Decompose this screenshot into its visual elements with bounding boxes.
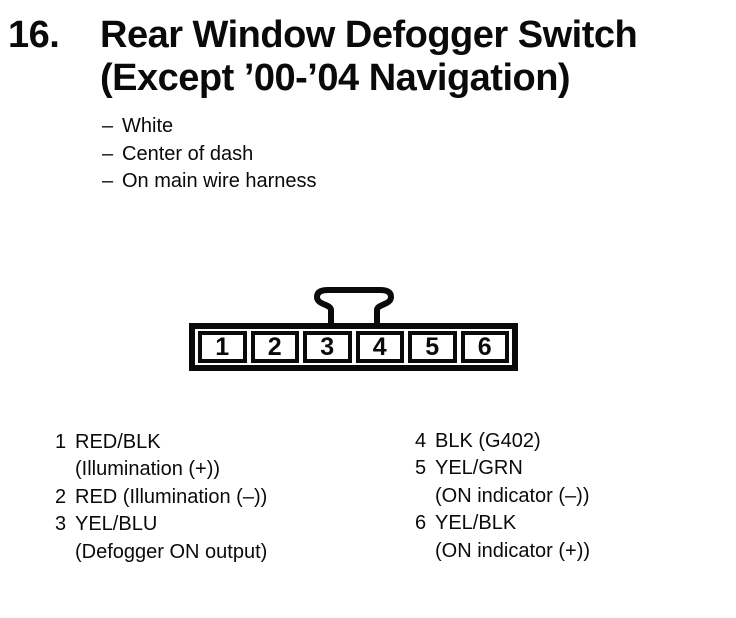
note-dash: –	[102, 170, 114, 192]
pin-description: RED (Illumination (–))	[75, 484, 267, 511]
pin-legend-right: 4 BLK (G402) 5 YEL/GRN (ON indicator (–)…	[415, 428, 590, 565]
pin-cell-3: 3	[303, 331, 352, 363]
pin-cell-number: 3	[320, 332, 335, 361]
note-dash: –	[102, 115, 114, 137]
legend-entry-pin6: 6 YEL/BLK (ON indicator (+))	[415, 510, 590, 565]
pin-cell-number: 4	[372, 332, 387, 361]
pin-description: RED/BLK (Illumination (+))	[75, 429, 220, 484]
note-item: – White	[102, 113, 317, 141]
pin-cell-4: 4	[355, 331, 404, 363]
pin-function-label: (ON indicator (+))	[435, 539, 591, 562]
pin-cell-2: 2	[250, 331, 299, 363]
wire-color-label: YEL/GRN	[435, 457, 523, 480]
note-text: Center of dash	[122, 142, 254, 165]
note-item: – Center of dash	[102, 141, 317, 169]
section-title-line1: Rear Window Defogger Switch	[100, 14, 638, 56]
pin-number: 6	[415, 512, 427, 535]
note-item: – On main wire harness	[102, 168, 317, 196]
pin-legend-left: 1 RED/BLK (Illumination (+)) 2 RED (Illu…	[55, 429, 267, 566]
legend-entry-pin3: 3 YEL/BLU (Defogger ON output)	[55, 511, 267, 566]
pin-description: YEL/BLK (ON indicator (+))	[435, 510, 590, 565]
notes-list: – White – Center of dash – On main wire …	[102, 113, 317, 196]
pin-cell-number: 2	[267, 332, 282, 361]
legend-entry-pin2: 2 RED (Illumination (–))	[55, 484, 267, 511]
note-text: White	[122, 115, 174, 137]
pin-description: YEL/GRN (ON indicator (–))	[435, 455, 589, 510]
pin-number: 5	[415, 457, 427, 480]
pin-cell-number: 1	[215, 332, 230, 361]
pin-cell-number: 5	[425, 332, 440, 361]
connector-diagram: 1 2 3 4 5 6	[189, 287, 518, 373]
wire-color-label: YEL/BLU	[75, 513, 158, 536]
pin-number: 3	[55, 513, 67, 536]
pin-function-label: (ON indicator (–))	[435, 484, 590, 507]
pin-number: 1	[55, 431, 67, 453]
wire-color-label: RED (Illumination (–))	[75, 485, 268, 508]
section-title: Rear Window Defogger Switch (Except ’00-…	[100, 14, 638, 100]
pin-description: BLK (G402)	[435, 428, 541, 455]
section-title-line2: (Except ’00-’04 Navigation)	[100, 57, 571, 99]
pin-number: 4	[415, 430, 427, 452]
pin-cell-1: 1	[198, 331, 247, 363]
wire-color-label: YEL/BLK	[435, 512, 517, 535]
legend-entry-pin5: 5 YEL/GRN (ON indicator (–))	[415, 455, 590, 510]
item-number: 16.	[8, 14, 60, 56]
connector-body: 1 2 3 4 5 6	[189, 323, 518, 371]
pin-function-label: (Defogger ON output)	[75, 540, 268, 563]
pin-cell-5: 5	[408, 331, 457, 363]
pin-function-label: (Illumination (+))	[75, 458, 221, 481]
note-text: On main wire harness	[122, 170, 317, 192]
pin-cell-6: 6	[460, 331, 509, 363]
pin-description: YEL/BLU (Defogger ON output)	[75, 511, 267, 566]
legend-entry-pin1: 1 RED/BLK (Illumination (+))	[55, 429, 267, 484]
legend-entry-pin4: 4 BLK (G402)	[415, 428, 590, 455]
pin-cell-number: 6	[477, 332, 492, 361]
pin-number: 2	[55, 485, 67, 508]
wire-color-label: BLK (G402)	[435, 430, 541, 452]
connector-lock-tab-icon	[313, 287, 394, 329]
wire-color-label: RED/BLK	[75, 431, 161, 453]
note-dash: –	[102, 142, 114, 165]
